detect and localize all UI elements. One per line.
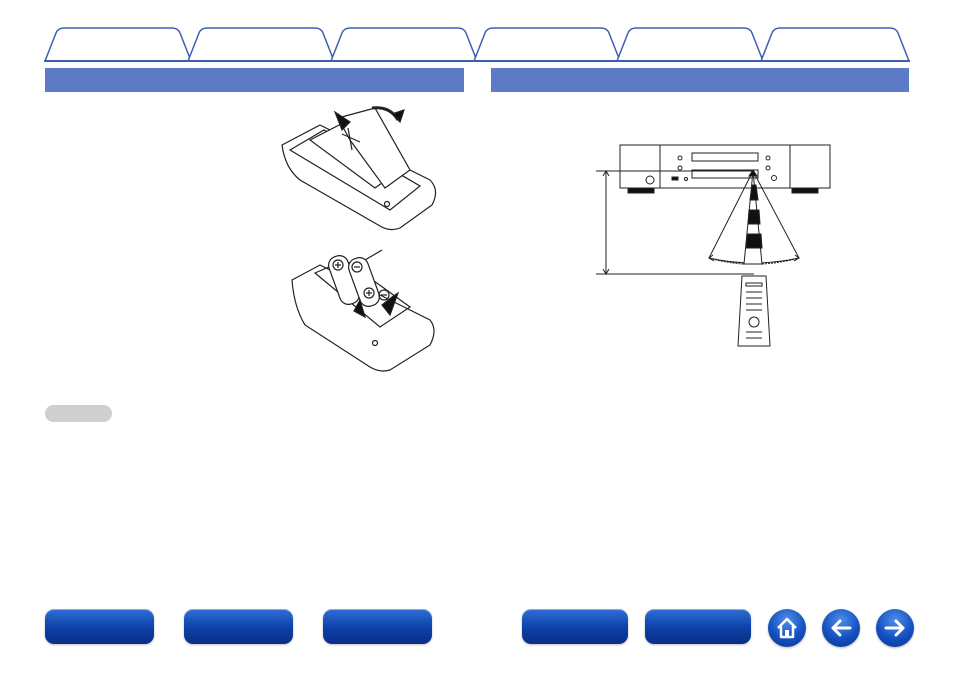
nav-button-5[interactable] [645, 609, 751, 644]
battery-insert-illustration [291, 249, 435, 372]
nav-button-3[interactable] [323, 609, 432, 644]
back-button[interactable] [822, 609, 860, 647]
note-badge [45, 405, 112, 422]
tab-3[interactable] [330, 27, 478, 61]
nav-button-2[interactable] [184, 609, 293, 644]
home-icon [777, 617, 797, 639]
left-section-header [45, 68, 464, 92]
home-button[interactable] [768, 609, 806, 647]
arrow-right-icon [884, 619, 905, 637]
nav-button-1[interactable] [45, 609, 154, 644]
tab-1[interactable] [44, 27, 192, 61]
remote-range-illustration [596, 144, 831, 347]
tab-underline [44, 60, 910, 62]
tab-4[interactable] [473, 27, 621, 61]
battery-cover-illustration [281, 106, 437, 231]
tab-5[interactable] [616, 27, 764, 61]
arrow-left-icon [831, 619, 852, 637]
tab-2[interactable] [187, 27, 335, 61]
right-section-header [491, 68, 909, 92]
tab-6[interactable] [760, 27, 910, 61]
forward-button[interactable] [876, 609, 914, 647]
nav-button-4[interactable] [522, 609, 628, 644]
top-tab-bar [44, 27, 910, 61]
